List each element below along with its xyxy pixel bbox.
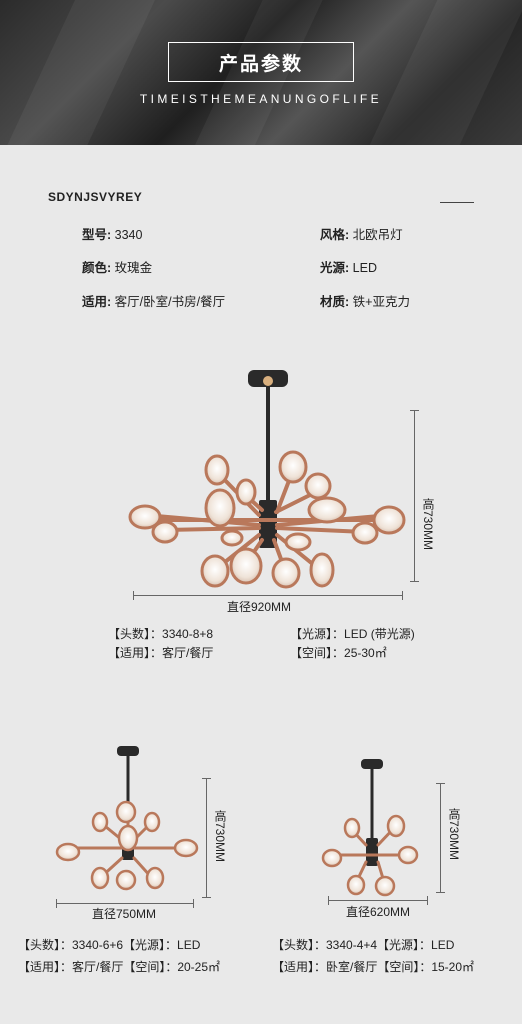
small-line1: 【头数】：3340-4+4【光源】：LED bbox=[272, 938, 455, 952]
brand-name: SDYNJSVYREY bbox=[48, 190, 143, 204]
spec-value: 客厅/卧室/书房/餐厅 bbox=[114, 295, 226, 309]
spec-style: 风格: 北欧吊灯 bbox=[320, 224, 403, 243]
row-label: 【头数】： bbox=[108, 627, 163, 641]
spec-label: 适用: bbox=[82, 295, 112, 309]
page-subtitle: TIMEISTHEMEANUNGOFLIFE bbox=[139, 92, 383, 106]
row-label: 【空间】： bbox=[290, 646, 345, 660]
row-label: 【适用】： bbox=[108, 646, 163, 660]
row-value: 客厅/餐厅 bbox=[162, 646, 214, 660]
row-value: 3340-8+8 bbox=[162, 627, 214, 641]
header-banner: 产品参数 TIMEISTHEMEANUNGOFLIFE bbox=[0, 0, 522, 145]
spec-model: 型号: 3340 bbox=[82, 224, 142, 243]
spec-value: LED bbox=[352, 261, 377, 275]
large-use: 【适用】：客厅/餐厅 bbox=[108, 644, 213, 661]
small-height-label: 高730MM bbox=[447, 808, 461, 861]
spec-value: 3340 bbox=[114, 228, 143, 242]
large-heads: 【头数】：3340-8+8 bbox=[108, 625, 213, 642]
large-height-label: 高730MM bbox=[421, 498, 435, 551]
spec-label: 颜色: bbox=[82, 261, 112, 275]
spec-value: 北欧吊灯 bbox=[352, 228, 403, 242]
large-source: 【光源】：LED (带光源) bbox=[290, 625, 415, 642]
content-panel bbox=[0, 157, 522, 1024]
small-line2: 【适用】：卧室/餐厅【空间】：15-20㎡ bbox=[272, 960, 475, 974]
medium-width-line bbox=[56, 899, 194, 908]
small-height-line bbox=[436, 783, 445, 893]
spec-light-source: 光源: LED bbox=[320, 257, 377, 276]
spec-value: 铁+亚克力 bbox=[352, 295, 410, 309]
large-width-label: 直径920MM bbox=[227, 600, 292, 614]
medium-height-line bbox=[202, 778, 211, 898]
spec-label: 光源: bbox=[320, 261, 350, 275]
large-width-line bbox=[133, 591, 403, 600]
page-title: 产品参数 bbox=[168, 42, 354, 82]
spec-label: 型号: bbox=[82, 228, 112, 242]
medium-line2: 【适用】：客厅/餐厅【空间】：20-25㎡ bbox=[18, 960, 221, 974]
small-width-line bbox=[328, 896, 428, 905]
medium-line1: 【头数】：3340-6+6【光源】：LED bbox=[18, 938, 201, 952]
small-width-label: 直径620MM bbox=[346, 905, 411, 919]
spec-suitable: 适用: 客厅/卧室/书房/餐厅 bbox=[82, 291, 225, 310]
row-label: 【光源】： bbox=[290, 627, 345, 641]
row-value: LED (带光源) bbox=[344, 627, 415, 641]
spec-material: 材质: 铁+亚克力 bbox=[320, 291, 410, 310]
large-height-line bbox=[410, 410, 419, 582]
spec-label: 风格: bbox=[320, 228, 350, 242]
large-space: 【空间】：25-30㎡ bbox=[290, 644, 387, 661]
spec-label: 材质: bbox=[320, 295, 350, 309]
spec-color: 颜色: 玫瑰金 bbox=[82, 257, 152, 276]
brand-divider bbox=[440, 202, 474, 203]
spec-value: 玫瑰金 bbox=[114, 261, 153, 275]
medium-width-label: 直径750MM bbox=[92, 907, 157, 921]
medium-height-label: 高730MM bbox=[213, 810, 227, 863]
row-value: 25-30㎡ bbox=[344, 646, 387, 660]
